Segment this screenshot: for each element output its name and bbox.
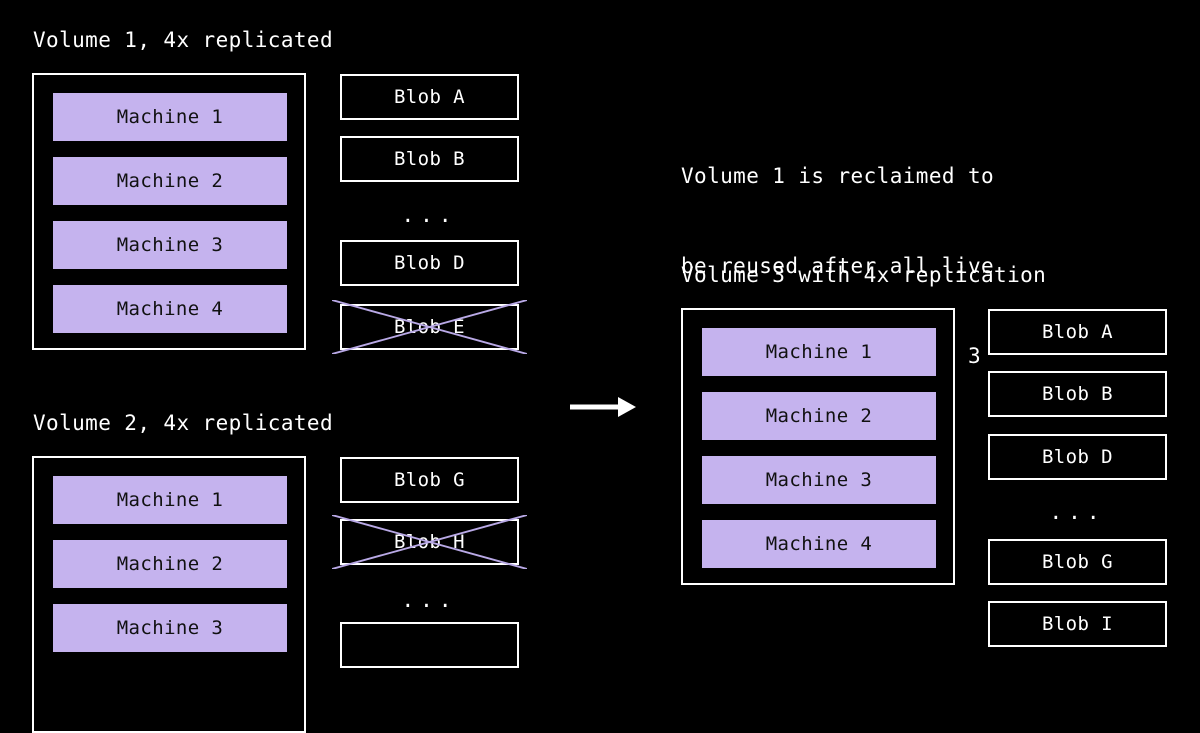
volume-1-machine-container: Machine 1 Machine 2 Machine 3 Machine 4 <box>32 73 306 350</box>
blob-label: Blob D <box>1041 446 1114 468</box>
machine-label: Machine 1 <box>116 106 224 128</box>
volume-2-machine-3: Machine 3 <box>53 604 287 652</box>
blob-label: Blob G <box>1041 551 1114 573</box>
machine-label: Machine 3 <box>765 469 873 491</box>
machine-label: Machine 4 <box>116 298 224 320</box>
volume-3-machine-1: Machine 1 <box>702 328 936 376</box>
volume-3-machine-2: Machine 2 <box>702 392 936 440</box>
volume-3-blob-b: Blob B <box>988 371 1167 417</box>
volume-1-blob-e: Blob E <box>332 300 527 354</box>
volume-2-blob-ellipsis: ... <box>401 588 458 612</box>
blob-label: Blob I <box>1041 613 1114 635</box>
volume-3-machine-3: Machine 3 <box>702 456 936 504</box>
reclaim-note-line-1: Volume 1 is reclaimed to <box>681 164 995 188</box>
transition-arrow-icon <box>568 392 640 422</box>
blob-label: Blob E <box>393 316 466 338</box>
volume-1-blob-ellipsis: ... <box>401 203 458 227</box>
machine-label: Machine 2 <box>116 553 224 575</box>
volume-2-machine-1: Machine 1 <box>53 476 287 524</box>
volume-3-blob-ellipsis: ... <box>1049 500 1106 524</box>
volume-3-machine-container: Machine 1 Machine 2 Machine 3 Machine 4 <box>681 308 955 585</box>
volume-1-machine-2: Machine 2 <box>53 157 287 205</box>
volume-3-blob-i: Blob I <box>988 601 1167 647</box>
machine-label: Machine 2 <box>116 170 224 192</box>
diagram-canvas: Volume 1, 4x replicated Machine 1 Machin… <box>32 28 1167 733</box>
blob-label: Blob D <box>393 252 466 274</box>
machine-label: Machine 4 <box>765 533 873 555</box>
machine-label: Machine 3 <box>116 617 224 639</box>
machine-label: Machine 1 <box>116 489 224 511</box>
blob-label: Blob B <box>1041 383 1114 405</box>
blob-label: Blob A <box>1041 321 1114 343</box>
blob-label: Blob G <box>393 469 466 491</box>
volume-3-machine-4: Machine 4 <box>702 520 936 568</box>
blob-label: Blob A <box>393 86 466 108</box>
machine-label: Machine 3 <box>116 234 224 256</box>
volume-1-machine-1: Machine 1 <box>53 93 287 141</box>
reclaim-note-line-2: be reused after all live <box>681 254 995 278</box>
volume-2-blob-g: Blob G <box>340 457 519 503</box>
volume-3-heading: Volume 3 with 4x replication <box>681 263 1047 287</box>
machine-label: Machine 2 <box>765 405 873 427</box>
volume-1-blob-b: Blob B <box>340 136 519 182</box>
volume-2-machine-container: Machine 1 Machine 2 Machine 3 <box>32 456 306 733</box>
volume-2-blob-h: Blob H <box>332 515 527 569</box>
volume-3-blob-d: Blob D <box>988 434 1167 480</box>
volume-3-blob-g: Blob G <box>988 539 1167 585</box>
volume-1-machine-4: Machine 4 <box>53 285 287 333</box>
volume-1-blob-a: Blob A <box>340 74 519 120</box>
machine-label: Machine 1 <box>765 341 873 363</box>
volume-2-heading: Volume 2, 4x replicated <box>33 411 333 435</box>
volume-2-machine-2: Machine 2 <box>53 540 287 588</box>
volume-1-machine-3: Machine 3 <box>53 221 287 269</box>
volume-1-heading: Volume 1, 4x replicated <box>33 28 333 52</box>
volume-1-blob-d: Blob D <box>340 240 519 286</box>
volume-2-blob-overflow <box>340 622 519 668</box>
volume-3-blob-a: Blob A <box>988 309 1167 355</box>
blob-label: Blob B <box>393 148 466 170</box>
blob-label: Blob H <box>393 531 466 553</box>
